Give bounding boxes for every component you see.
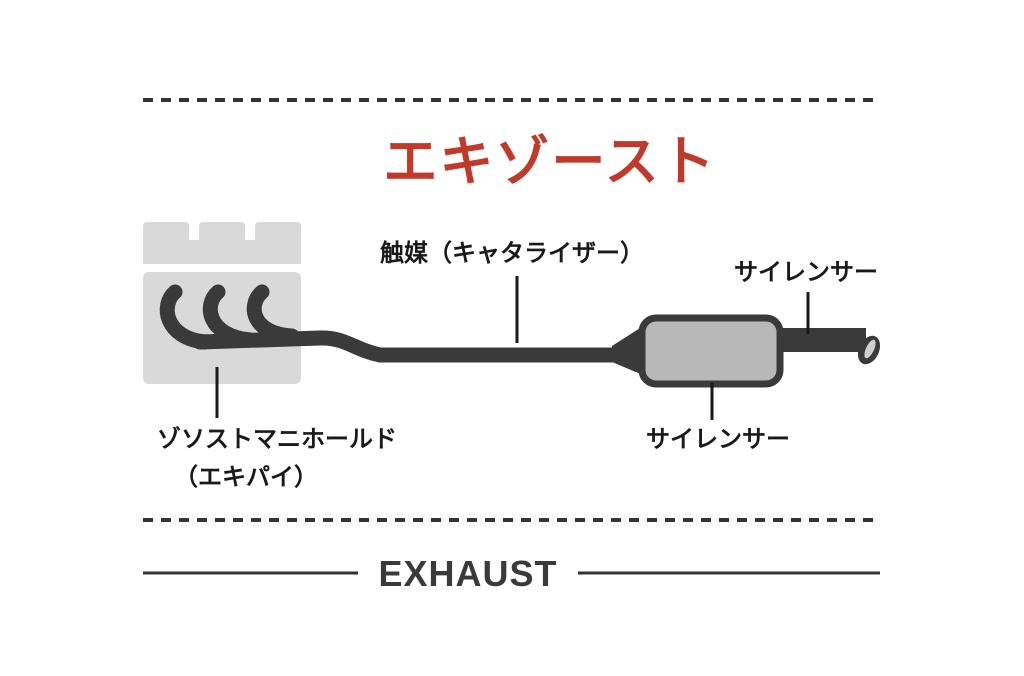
exhaust-manifold (159, 284, 623, 363)
diagram-title-en: EXHAUST (378, 553, 557, 594)
label-manifold-line2: （エキパイ） (174, 463, 318, 491)
muffler-body (612, 314, 784, 388)
label-manifold-line1: ゾソストマニホールド (157, 425, 397, 453)
tailpipe (778, 328, 881, 365)
diagram-title-jp: エキゾースト (383, 130, 716, 193)
label-silencer-top: サイレンサー (734, 258, 878, 286)
label-silencer-bottom: サイレンサー (646, 425, 790, 453)
label-catalyst: 触媒（キャタライザー） (380, 239, 644, 267)
